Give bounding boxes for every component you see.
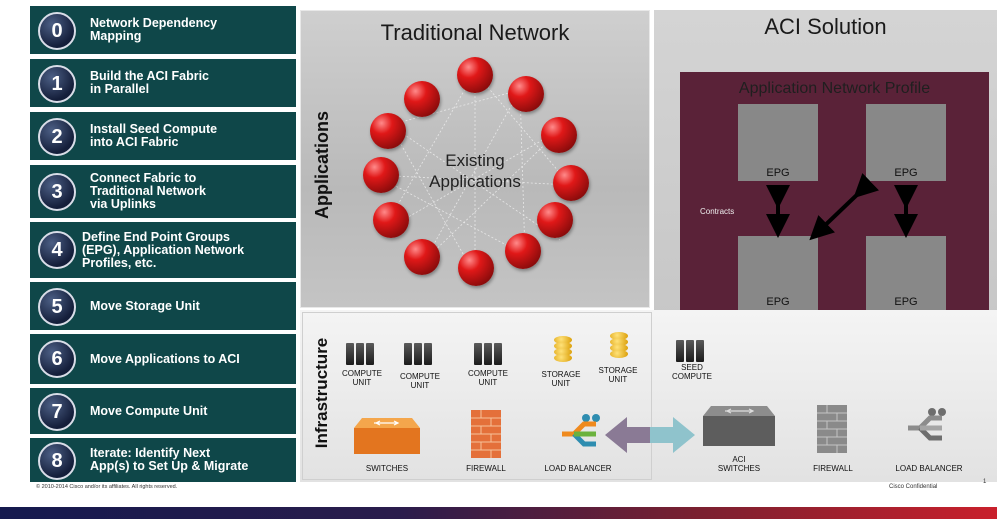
step-label: Move Storage Unit <box>90 298 200 313</box>
storage-database-icon <box>554 336 572 362</box>
application-node <box>363 157 399 193</box>
seed-compute-server-icon <box>676 340 704 362</box>
step-7: 7 Move Compute Unit <box>30 388 296 436</box>
step-number-badge: 6 <box>38 340 76 378</box>
application-network-profile-title: Application Network Profile <box>738 80 931 97</box>
step-1: 1 Build the ACI Fabric in Parallel <box>30 59 296 109</box>
aci-load-balancer-label: LOAD BALANCER <box>895 464 963 473</box>
step-label: Iterate: Identify Next App(s) to Set Up … <box>90 446 249 473</box>
step-8: 8 Iterate: Identify Next App(s) to Set Up… <box>30 438 296 484</box>
application-node <box>373 202 409 238</box>
compute-server-icon <box>474 343 502 365</box>
application-node <box>537 202 573 238</box>
step-number-badge: 3 <box>38 173 76 211</box>
contracts-label: Contracts <box>700 207 735 216</box>
step-label: Connect Fabric to Traditional Network vi… <box>90 171 206 211</box>
aci-solution-title: ACI Solution <box>764 14 887 39</box>
existing-applications-label: Existing Applications <box>429 151 521 191</box>
step-label: Move Applications to ACI <box>90 351 240 366</box>
step-label: Install Seed Compute into ACI Fabric <box>90 122 218 149</box>
step-number-badge: 5 <box>38 288 76 326</box>
load-balancer-label: LOAD BALANCER <box>544 464 612 473</box>
epg-box: EPG <box>866 104 946 181</box>
epg-contract-arrows <box>766 173 918 241</box>
step-number-badge: 7 <box>38 393 76 431</box>
epg-box: EPG <box>738 104 818 181</box>
step-3: 3 Connect Fabric to Traditional Network v… <box>30 165 296 220</box>
compute-server-icon <box>346 343 374 365</box>
application-node <box>541 117 577 153</box>
application-node <box>458 250 494 286</box>
application-node <box>370 113 406 149</box>
applications-label: Applications <box>311 110 332 219</box>
firewall-label: FIREWALL <box>466 464 506 473</box>
aci-switch-icon <box>703 406 775 446</box>
footer-gradient-bar <box>0 507 997 519</box>
step-6: 6 Move Applications to ACI <box>30 334 296 386</box>
traditional-network-title: Traditional Network <box>380 20 570 45</box>
step-label: Network Dependency Mapping <box>90 16 218 43</box>
aci-switches-label: ACI SWITCHES <box>717 455 761 473</box>
application-node <box>404 239 440 275</box>
seed-compute-label: SEED COMPUTE <box>672 363 712 381</box>
compute-unit-label: COMPUTE UNIT <box>468 369 508 387</box>
storage-database-icon <box>610 332 628 358</box>
migration-arrow-icon <box>605 417 695 453</box>
traditional-infrastructure-box <box>302 312 652 480</box>
epg-box: EPG <box>738 236 818 313</box>
aci-load-balancer-icon <box>908 408 946 441</box>
step-label: Define End Point Groups (EPG), Applicati… <box>82 229 245 270</box>
step-5: 5 Move Storage Unit <box>30 282 296 332</box>
application-node <box>505 233 541 269</box>
step-number-badge: 4 <box>38 231 76 269</box>
application-node <box>457 57 493 93</box>
compute-unit-label: COMPUTE UNIT <box>400 372 440 390</box>
step-0: 0 Network Dependency Mapping <box>30 6 296 56</box>
storage-unit-label: STORAGE UNIT <box>541 370 581 388</box>
step-2: 2 Install Seed Compute into ACI Fabric <box>30 112 296 162</box>
aci-firewall-icon <box>817 405 847 453</box>
load-balancer-icon <box>562 414 600 447</box>
aci-firewall-label: FIREWALL <box>813 464 853 473</box>
step-number-badge: 1 <box>38 65 76 103</box>
storage-unit-label: STORAGE UNIT <box>598 366 638 384</box>
step-number-badge: 2 <box>38 118 76 156</box>
firewall-icon <box>471 410 501 458</box>
application-node <box>508 76 544 112</box>
switches-label: SWITCHES <box>365 464 409 473</box>
step-label: Build the ACI Fabric in Parallel <box>90 69 209 96</box>
application-node <box>404 81 440 117</box>
application-mesh-lines <box>374 71 571 276</box>
compute-unit-label: COMPUTE UNIT <box>342 369 382 387</box>
step-label: Move Compute Unit <box>90 403 208 418</box>
confidential-text: Cisco Confidential <box>889 484 938 490</box>
switch-icon <box>354 418 420 454</box>
compute-server-icon <box>404 343 432 365</box>
copyright-text: © 2010-2014 Cisco and/or its affiliates.… <box>36 484 178 490</box>
page-number: 1 <box>983 479 987 485</box>
application-node <box>553 165 589 201</box>
epg-box: EPG <box>866 236 946 313</box>
step-number-badge: 0 <box>38 12 76 50</box>
step-number-badge: 8 <box>38 442 76 480</box>
